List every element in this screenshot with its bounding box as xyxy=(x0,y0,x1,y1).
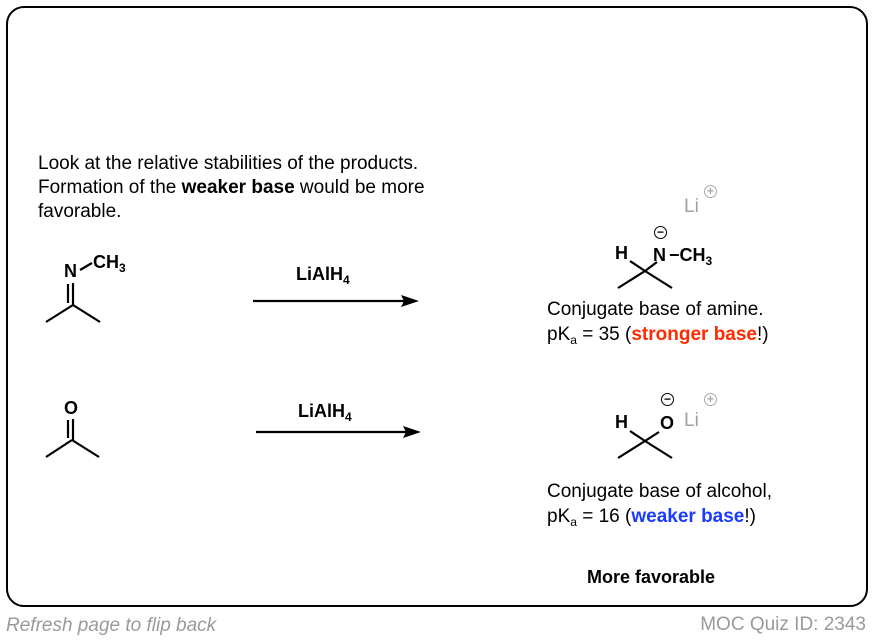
reagent-label-2: LiAlH4 xyxy=(298,401,352,424)
bond xyxy=(45,304,74,323)
weaker-base-note: weaker base xyxy=(631,506,745,527)
intro-text: Look at the relative stabilities of the … xyxy=(38,152,425,224)
ketone-oxygen: O xyxy=(64,398,79,418)
plus-charge-icon: + xyxy=(704,185,717,198)
bond xyxy=(617,440,646,459)
arrowhead-1 xyxy=(401,295,419,307)
pka-end: !) xyxy=(757,324,769,345)
imine-nitrogen: N xyxy=(64,261,77,281)
pka-value: = 35 ( xyxy=(576,324,632,345)
lithium-counterion: Li xyxy=(684,196,699,217)
reagent-text: LiAlH xyxy=(296,264,343,284)
methyl-subscript: 3 xyxy=(119,261,126,275)
bond xyxy=(71,439,100,458)
pka-line-1: pKa = 35 (stronger base!) xyxy=(547,323,769,347)
product-nitrogen: N xyxy=(653,245,666,265)
bond xyxy=(644,270,673,289)
conclusion-label: More favorable xyxy=(587,567,716,587)
bond xyxy=(79,262,93,271)
pka-value: = 16 ( xyxy=(576,506,632,527)
product-methyl: −CH3 xyxy=(669,245,713,268)
pka-subscript: a xyxy=(570,333,577,347)
bond xyxy=(644,440,673,459)
product-description-2: Conjugate base of alcohol, xyxy=(547,481,772,502)
reagent-subscript: 4 xyxy=(343,273,350,287)
bond xyxy=(72,304,101,323)
product-hydrogen: H xyxy=(615,412,628,432)
intro-line-2: Formation of the weaker base would be mo… xyxy=(38,176,425,200)
intro-line-2-post: would be more xyxy=(294,177,425,198)
lithium-counterion: Li xyxy=(684,410,699,431)
intro-bold: weaker base xyxy=(181,177,295,198)
pka-subscript: a xyxy=(570,515,577,529)
bond xyxy=(629,430,646,442)
bond xyxy=(629,260,646,272)
reagent-label-1: LiAlH4 xyxy=(296,264,350,287)
arrowhead-2 xyxy=(403,426,421,438)
pka-end: !) xyxy=(744,506,756,527)
minus-charge-icon: − xyxy=(654,226,667,239)
product-hydrogen: H xyxy=(615,243,628,263)
stronger-base-note: stronger base xyxy=(631,324,757,345)
product-description-1: Conjugate base of amine. xyxy=(547,299,764,320)
bond xyxy=(617,270,646,289)
bond xyxy=(45,439,73,458)
pka-label: pK xyxy=(547,324,571,345)
methyl-ch: CH xyxy=(93,252,119,272)
product-oxygen: O xyxy=(660,413,675,433)
pka-line-2: pKa = 16 (weaker base!) xyxy=(547,505,756,529)
methyl-ch: −CH xyxy=(669,245,706,265)
bond xyxy=(644,261,658,272)
quiz-id: MOC Quiz ID: 2343 xyxy=(700,614,866,635)
pka-label: pK xyxy=(547,506,571,527)
reagent-subscript: 4 xyxy=(345,410,352,424)
methyl-subscript: 3 xyxy=(705,254,713,268)
minus-charge-icon: − xyxy=(661,393,674,406)
plus-charge-icon: + xyxy=(704,393,717,406)
intro-line-3: favorable. xyxy=(38,201,122,222)
intro-line-2-pre: Formation of the xyxy=(38,177,182,198)
refresh-hint-link[interactable]: Refresh page to flip back xyxy=(6,615,217,636)
bond xyxy=(644,431,660,442)
intro-line-1: Look at the relative stabilities of the … xyxy=(38,153,419,174)
imine-methyl: CH3 xyxy=(93,252,126,275)
reagent-text: LiAlH xyxy=(298,401,345,421)
quiz-card[interactable] xyxy=(6,6,868,607)
